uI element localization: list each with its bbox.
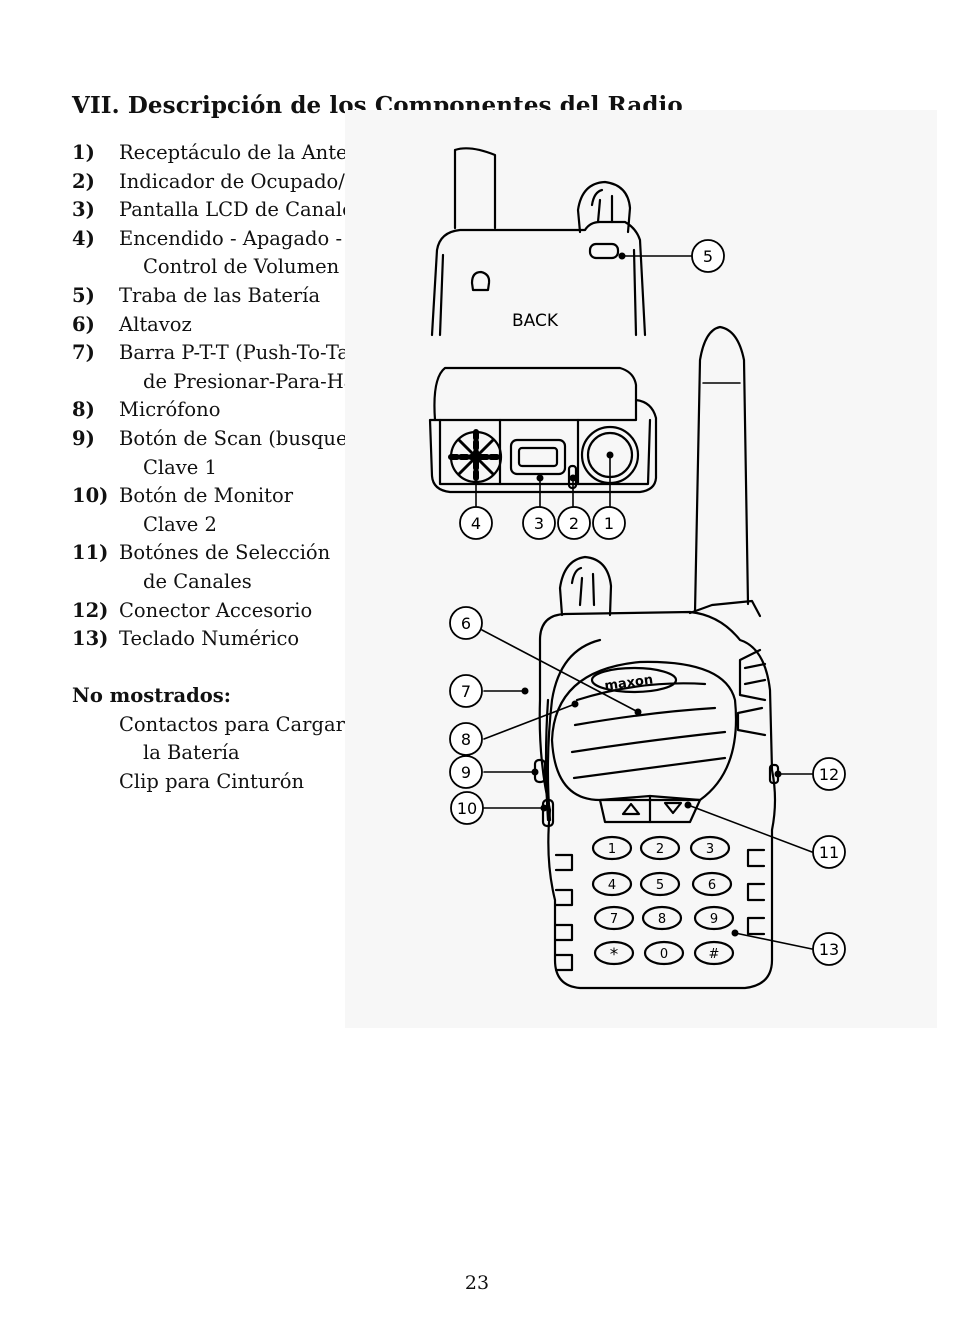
list-item: 13) Teclado Numérico [72,625,412,654]
item-text: Micrófono [119,398,221,422]
leader-dots [472,252,782,937]
key-8: 8 [658,912,666,927]
key-2: 2 [656,842,664,857]
callout-10: 10 [457,799,477,818]
item-number: 11) [72,541,109,565]
item-number: 6) [72,312,95,336]
key-0: 0 [660,947,668,962]
item-number: 3) [72,198,95,222]
callout-7: 7 [461,682,471,701]
callout-labels: 5 4 3 2 1 6 7 8 9 10 12 11 13 [457,247,839,959]
list-item: 3) Pantalla LCD de Canales [72,196,412,225]
callout-1: 1 [604,514,614,533]
callout-11: 11 [819,843,839,862]
item-text: Pantalla LCD de Canales [119,198,364,222]
list-item: 5) Traba de las Batería [72,282,412,311]
key-7: 7 [610,912,618,927]
not-shown-item-continuation: la Batería [143,741,240,765]
component-list: 1) Receptáculo de la Antena 2) Indicador d… [72,139,412,654]
callout-2: 2 [569,514,579,533]
key-1: 1 [608,842,616,857]
key-4: 4 [608,878,616,893]
not-shown-item: Clip para Cinturón [119,769,305,793]
list-item: 12) Conector Accesorio [72,597,412,626]
list-item: 2) Indicador de Ocupado/TX [72,168,412,197]
item-continuation: Clave 2 [143,512,217,536]
item-text: Encendido - Apagado - [119,226,343,250]
leader-lines [475,255,813,950]
item-number: 4) [72,226,95,250]
item-number: 1) [72,141,95,164]
item-text: Botón de Scan (busqueda) [119,426,380,450]
callout-9: 9 [461,763,471,782]
item-continuation: Clave 1 [143,455,217,479]
item-text: Altavoz [119,312,192,336]
not-shown-heading: No mostrados: [72,684,231,707]
item-number: 13) [72,627,109,651]
item-text: Botón de Monitor [119,484,294,508]
callout-12: 12 [819,765,839,784]
item-continuation: de Canales [143,569,252,593]
list-item: 7) Barra P-T-T (Push-To-Talk) de Presionar… [72,339,412,396]
item-text: Teclado Numérico [119,627,300,651]
item-number: 8) [72,398,95,422]
item-continuation: Control de Volumen [143,255,340,279]
item-text: Indicador de Ocupado/TX [119,169,372,193]
not-shown-section: No mostrados: Contactos para Cargar la B… [72,682,345,796]
item-number: 2) [72,169,95,193]
item-text: Conector Accesorio [119,598,313,622]
back-label: BACK [512,311,559,331]
key-hash: # [709,947,720,962]
callout-5: 5 [703,247,713,266]
key-6: 6 [708,878,716,893]
list-item: 4) Encendido - Apagado - Control de Volume… [72,225,412,282]
list-item: 11) Botónes de Selección de Canales [72,539,412,596]
keypad [591,835,735,966]
keypad-labels: 1 2 3 4 5 6 7 8 9 * 0 # [608,842,720,965]
key-9: 9 [710,912,718,927]
callout-4: 4 [471,514,481,533]
list-item: 6) Altavoz [72,311,412,340]
front-view [533,325,780,990]
callout-13: 13 [819,940,839,959]
item-text: Barra P-T-T (Push-To-Talk) [119,341,375,365]
item-text: Traba de las Batería [119,283,321,307]
item-number: 5) [72,283,95,307]
item-number: 12) [72,598,109,622]
callout-circles [449,239,846,966]
key-5: 5 [656,878,664,893]
item-number: 7) [72,341,95,365]
list-item: 1) Receptáculo de la Antena [72,139,412,168]
item-number: 10) [72,484,109,508]
brand-label: maxon [604,672,655,694]
item-text: Botónes de Selección [119,541,331,565]
list-item: 8) Micrófono [72,396,412,425]
item-text: Receptáculo de la Antena [119,141,372,164]
back-view [430,147,647,337]
item-continuation: de Presionar-Para-Hablar [143,369,395,393]
key-star: * [610,945,619,965]
page-number: 23 [464,1272,490,1294]
not-shown-item: Contactos para Cargar [119,712,345,736]
callout-3: 3 [534,514,544,533]
item-number: 9) [72,426,95,450]
callout-6: 6 [461,614,471,633]
key-3: 3 [706,842,714,857]
callout-8: 8 [461,730,471,749]
radio-diagram: BACK [345,110,937,1028]
list-item: 9) Botón de Scan (busqueda) Clave 1 [72,425,412,482]
